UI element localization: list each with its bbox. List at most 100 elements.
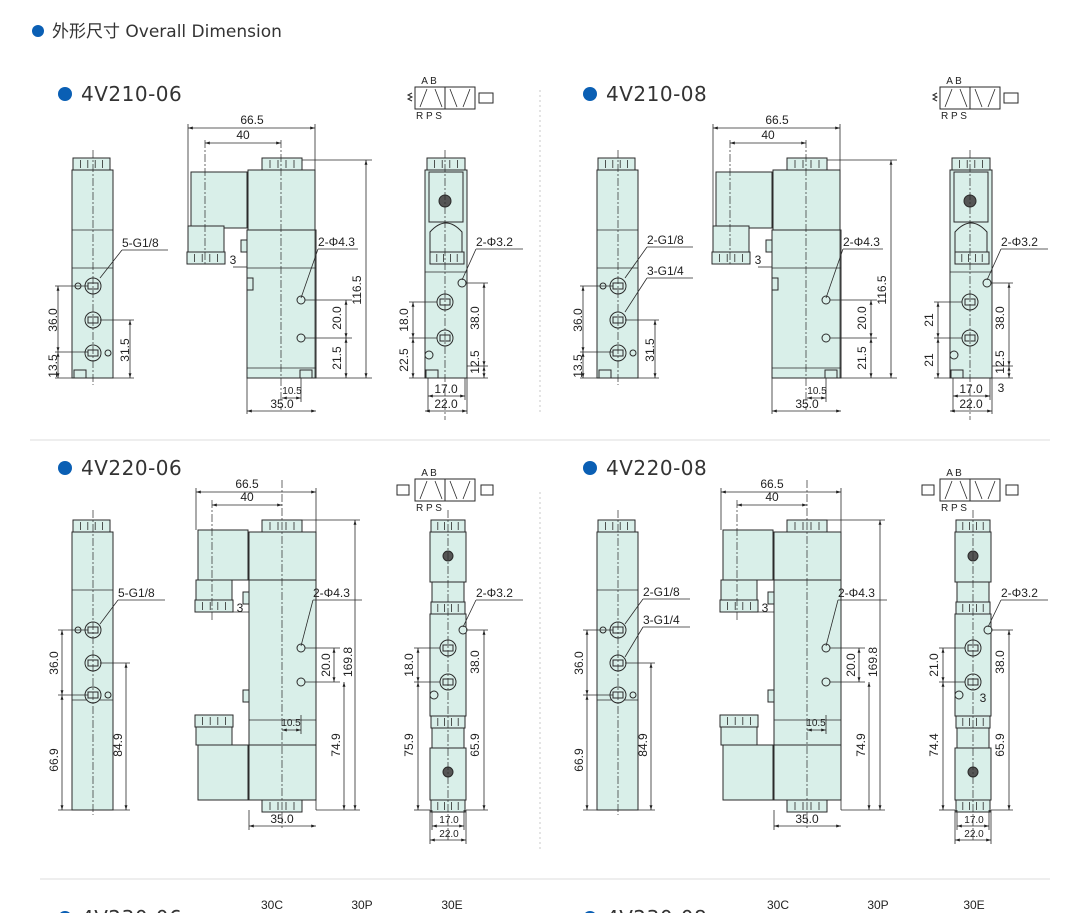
dim-hole-bottom: 74.9	[329, 733, 343, 757]
dim-inner: 17.0	[439, 815, 459, 826]
dim-outer: 22.0	[439, 829, 459, 840]
valve-body-outline	[71, 169, 114, 379]
dim-c: 31.5	[118, 338, 132, 362]
port-label: 2-G1/8	[647, 233, 684, 247]
dim-offset: 40	[761, 128, 775, 142]
dim-c: 31.5	[643, 338, 657, 362]
port-label: 3-G1/4	[643, 613, 680, 627]
symbol-arrow	[419, 480, 428, 500]
coil	[248, 531, 317, 581]
model-title: 4V230-06	[81, 906, 182, 913]
dim-height: 116.5	[875, 275, 889, 304]
mount-foot	[299, 369, 313, 379]
symbol-arrow	[974, 480, 983, 500]
nut-cap	[72, 157, 111, 171]
nut-cap	[429, 251, 465, 265]
spring-icon	[406, 92, 414, 102]
mount-foot	[824, 369, 838, 379]
dim-offset: 40	[236, 128, 250, 142]
manual-button	[767, 689, 775, 703]
symbol-arrow	[987, 88, 996, 108]
dim-hole-spacing: 20.0	[319, 653, 333, 677]
dim-left-1: 21	[922, 313, 936, 327]
extension-line	[99, 249, 123, 279]
mount-hole	[296, 333, 306, 343]
mount-hole	[982, 278, 992, 288]
dim-outer: 22.0	[964, 829, 984, 840]
manual-button	[765, 239, 773, 253]
connector	[195, 579, 233, 601]
extension-line	[461, 248, 477, 281]
solenoid-icon	[480, 484, 494, 496]
symbol-arrow	[959, 88, 968, 108]
symbol-ports-bottom: R P S	[416, 111, 442, 122]
nut-cap	[597, 519, 636, 533]
end-view: 2-Φ3.238.065.918.075.917.022.0	[402, 510, 523, 844]
dim-left-1: 18.0	[402, 653, 416, 677]
mount-hole	[296, 677, 306, 687]
dim-outer: 22.0	[959, 397, 983, 411]
port-label: 5-G1/8	[122, 236, 159, 250]
dim-right-1: 38.0	[468, 306, 482, 330]
solenoid-icon	[396, 484, 410, 496]
dim-mount: 10.5	[281, 718, 301, 729]
connector	[187, 225, 225, 254]
symbol-arrow	[434, 88, 443, 108]
dim-height: 116.5	[350, 275, 364, 304]
mount-foot	[73, 369, 87, 379]
dim-hole-bottom: 74.9	[854, 733, 868, 757]
manual-button	[771, 277, 779, 291]
dim-right-2: 12.5	[468, 350, 482, 374]
symbol-arrow	[974, 88, 983, 108]
hole-label: 2-Φ4.3	[838, 586, 875, 600]
symbol-ports-top: A B	[421, 468, 437, 479]
side-view: 36.013.531.52-G1/83-G1/4	[571, 150, 693, 385]
solenoid-icon	[921, 484, 935, 496]
variant-label: 30C	[261, 898, 283, 912]
dim-a: 36.0	[46, 308, 60, 332]
model-title: 4V230-08	[606, 906, 707, 913]
next-model-0: 4V230-0630C30P30E	[60, 898, 463, 913]
model-title: 4V210-06	[81, 82, 182, 106]
solenoid-icon	[478, 92, 494, 104]
dim-a: 36.0	[571, 308, 585, 332]
next-model-1: 4V230-0830C30P30E	[585, 898, 985, 913]
dim-c: 84.9	[111, 733, 125, 757]
symbol-arrow	[449, 88, 458, 108]
symbol-box	[939, 478, 971, 502]
nut-cap	[711, 251, 751, 265]
coil-housing	[197, 529, 249, 581]
extension-line	[986, 248, 1002, 281]
valve-body-outline	[773, 579, 842, 746]
coil	[247, 169, 316, 231]
dim-b: 13.5	[46, 354, 60, 378]
mount-foot	[425, 369, 439, 379]
dim-hole-spacing: 20.0	[855, 306, 869, 330]
symbol-arrow	[944, 88, 953, 108]
hole-label: 2-Φ4.3	[313, 586, 350, 600]
valve-body-outline	[596, 169, 639, 379]
dim-a: 36.0	[47, 651, 61, 675]
dim-hole-bottom: 21.5	[330, 346, 344, 370]
symbol-box	[414, 478, 446, 502]
end-view: 2-Φ3.238.065.921.074.417.022.03	[927, 510, 1048, 844]
title-bullet-icon	[583, 87, 597, 101]
fitting-mark	[104, 691, 112, 699]
dim-height: 169.8	[341, 647, 355, 677]
dim-left-1: 18.0	[397, 308, 411, 332]
symbol-box	[969, 478, 1001, 502]
mount-hole	[457, 278, 467, 288]
symbol-arrow	[987, 480, 996, 500]
mount-foot	[950, 369, 964, 379]
dim-b: 13.5	[571, 354, 585, 378]
dim-extra: 3	[980, 691, 987, 705]
nut-cap	[72, 519, 111, 533]
coil-housing	[722, 744, 774, 801]
dim-body-width: 35.0	[270, 812, 294, 826]
mount-hole	[949, 350, 959, 360]
mount-hole	[424, 350, 434, 360]
connector-face	[954, 222, 988, 253]
